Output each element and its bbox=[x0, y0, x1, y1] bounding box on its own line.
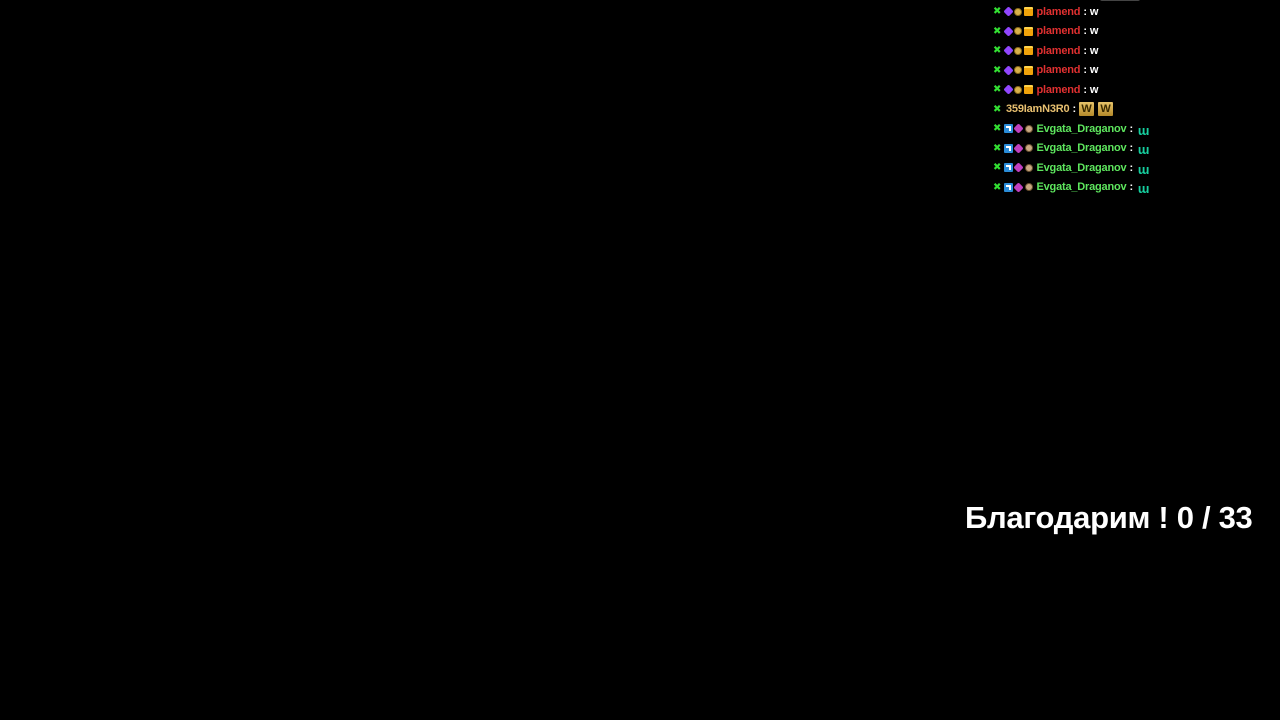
chat-username: Evgata_Draganov bbox=[1036, 142, 1127, 155]
chat-badges bbox=[993, 26, 1033, 37]
chat-message: plamend:w bbox=[993, 2, 1273, 22]
purple-gem-badge-icon bbox=[1002, 26, 1014, 37]
moderator-badge-icon bbox=[993, 163, 1002, 172]
moderator-badge-icon bbox=[993, 46, 1002, 55]
chat-message: plamend:w bbox=[993, 22, 1273, 42]
chat-badges bbox=[993, 6, 1033, 17]
w-emote-icon: W bbox=[1097, 102, 1113, 117]
chat-message: Evgata_Draganov: ɯ bbox=[993, 178, 1273, 198]
chat-overlay: plamend:wplamend:wplamend:wplamend:wplam… bbox=[993, 2, 1273, 197]
blue-arrow-badge-icon bbox=[1003, 163, 1013, 173]
blue-arrow-badge-icon bbox=[1003, 143, 1013, 153]
chat-username: plamend bbox=[1036, 64, 1081, 77]
face-badge-icon bbox=[1024, 183, 1033, 192]
coin-badge-icon bbox=[1014, 66, 1022, 75]
pink-gem-badge-icon bbox=[1013, 123, 1024, 134]
chat-username: Evgata_Draganov bbox=[1036, 122, 1127, 135]
face-badge-icon bbox=[1024, 144, 1033, 153]
purple-gem-badge-icon bbox=[1002, 45, 1014, 56]
moderator-badge-icon bbox=[993, 85, 1002, 94]
crown-badge-icon bbox=[1023, 7, 1033, 17]
chat-message: Evgata_Draganov: ɯ bbox=[993, 139, 1273, 159]
chat-message: Evgata_Draganov: ɯ bbox=[993, 119, 1273, 139]
chat-text: w bbox=[1089, 83, 1099, 96]
pink-gem-badge-icon bbox=[1013, 182, 1024, 193]
purple-gem-badge-icon bbox=[1002, 84, 1014, 95]
chat-separator: : bbox=[1129, 122, 1133, 135]
moderator-badge-icon bbox=[993, 144, 1002, 153]
pink-gem-badge-icon bbox=[1013, 143, 1024, 154]
chat-badges bbox=[993, 105, 1002, 114]
cut-off-chat-fragment bbox=[1100, 0, 1140, 1]
chat-username: 359IamN3R0 bbox=[1006, 103, 1070, 116]
ww-emote-icon: ɯ bbox=[1137, 181, 1150, 197]
moderator-badge-icon bbox=[993, 183, 1002, 192]
chat-separator: : bbox=[1129, 181, 1133, 194]
purple-gem-badge-icon bbox=[1002, 6, 1014, 17]
chat-message: plamend:w bbox=[993, 41, 1273, 61]
chat-text: w bbox=[1089, 25, 1099, 38]
chat-username: plamend bbox=[1036, 44, 1081, 57]
crown-badge-icon bbox=[1023, 46, 1033, 56]
chat-badges bbox=[993, 84, 1033, 95]
thanks-counter: Благодарим ! 0 / 33 bbox=[965, 500, 1253, 535]
chat-message: plamend:w bbox=[993, 80, 1273, 100]
chat-separator: : bbox=[1083, 64, 1087, 77]
coin-badge-icon bbox=[1014, 46, 1022, 55]
chat-message: 359IamN3R0:WW bbox=[993, 100, 1273, 120]
blue-arrow-badge-icon bbox=[1003, 124, 1013, 134]
chat-separator: : bbox=[1129, 142, 1133, 155]
coin-badge-icon bbox=[1014, 7, 1022, 16]
chat-username: plamend bbox=[1036, 83, 1081, 96]
chat-username: plamend bbox=[1036, 25, 1081, 38]
moderator-badge-icon bbox=[993, 27, 1002, 36]
chat-badges bbox=[993, 182, 1033, 193]
w-emote-icon: W bbox=[1078, 102, 1094, 117]
face-badge-icon bbox=[1024, 163, 1033, 172]
chat-badges bbox=[993, 45, 1033, 56]
chat-username: Evgata_Draganov bbox=[1036, 161, 1127, 174]
moderator-badge-icon bbox=[993, 7, 1002, 16]
chat-username: Evgata_Draganov bbox=[1036, 181, 1127, 194]
crown-badge-icon bbox=[1023, 65, 1033, 75]
purple-gem-badge-icon bbox=[1002, 65, 1014, 76]
crown-badge-icon bbox=[1023, 85, 1033, 95]
blue-arrow-badge-icon bbox=[1003, 182, 1013, 192]
chat-separator: : bbox=[1083, 44, 1087, 57]
chat-username: plamend bbox=[1036, 5, 1081, 18]
chat-separator: : bbox=[1083, 83, 1087, 96]
coin-badge-icon bbox=[1014, 27, 1022, 36]
coin-badge-icon bbox=[1014, 85, 1022, 94]
chat-text: w bbox=[1089, 5, 1099, 18]
chat-message: Evgata_Draganov: ɯ bbox=[993, 158, 1273, 178]
ww-emote-icon: ɯ bbox=[1137, 161, 1150, 177]
chat-badges bbox=[993, 143, 1033, 154]
chat-badges bbox=[993, 123, 1033, 134]
chat-text: w bbox=[1089, 44, 1099, 57]
chat-text: w bbox=[1089, 64, 1099, 77]
moderator-badge-icon bbox=[993, 124, 1002, 133]
chat-message: plamend:w bbox=[993, 61, 1273, 81]
crown-badge-icon bbox=[1023, 26, 1033, 36]
chat-separator: : bbox=[1083, 25, 1087, 38]
moderator-badge-icon bbox=[993, 105, 1002, 114]
face-badge-icon bbox=[1024, 124, 1033, 133]
chat-separator: : bbox=[1083, 5, 1087, 18]
chat-badges bbox=[993, 162, 1033, 173]
moderator-badge-icon bbox=[993, 66, 1002, 75]
chat-badges bbox=[993, 65, 1033, 76]
pink-gem-badge-icon bbox=[1013, 162, 1024, 173]
chat-separator: : bbox=[1072, 103, 1076, 116]
chat-separator: : bbox=[1129, 161, 1133, 174]
ww-emote-icon: ɯ bbox=[1137, 142, 1150, 158]
ww-emote-icon: ɯ bbox=[1137, 122, 1150, 138]
